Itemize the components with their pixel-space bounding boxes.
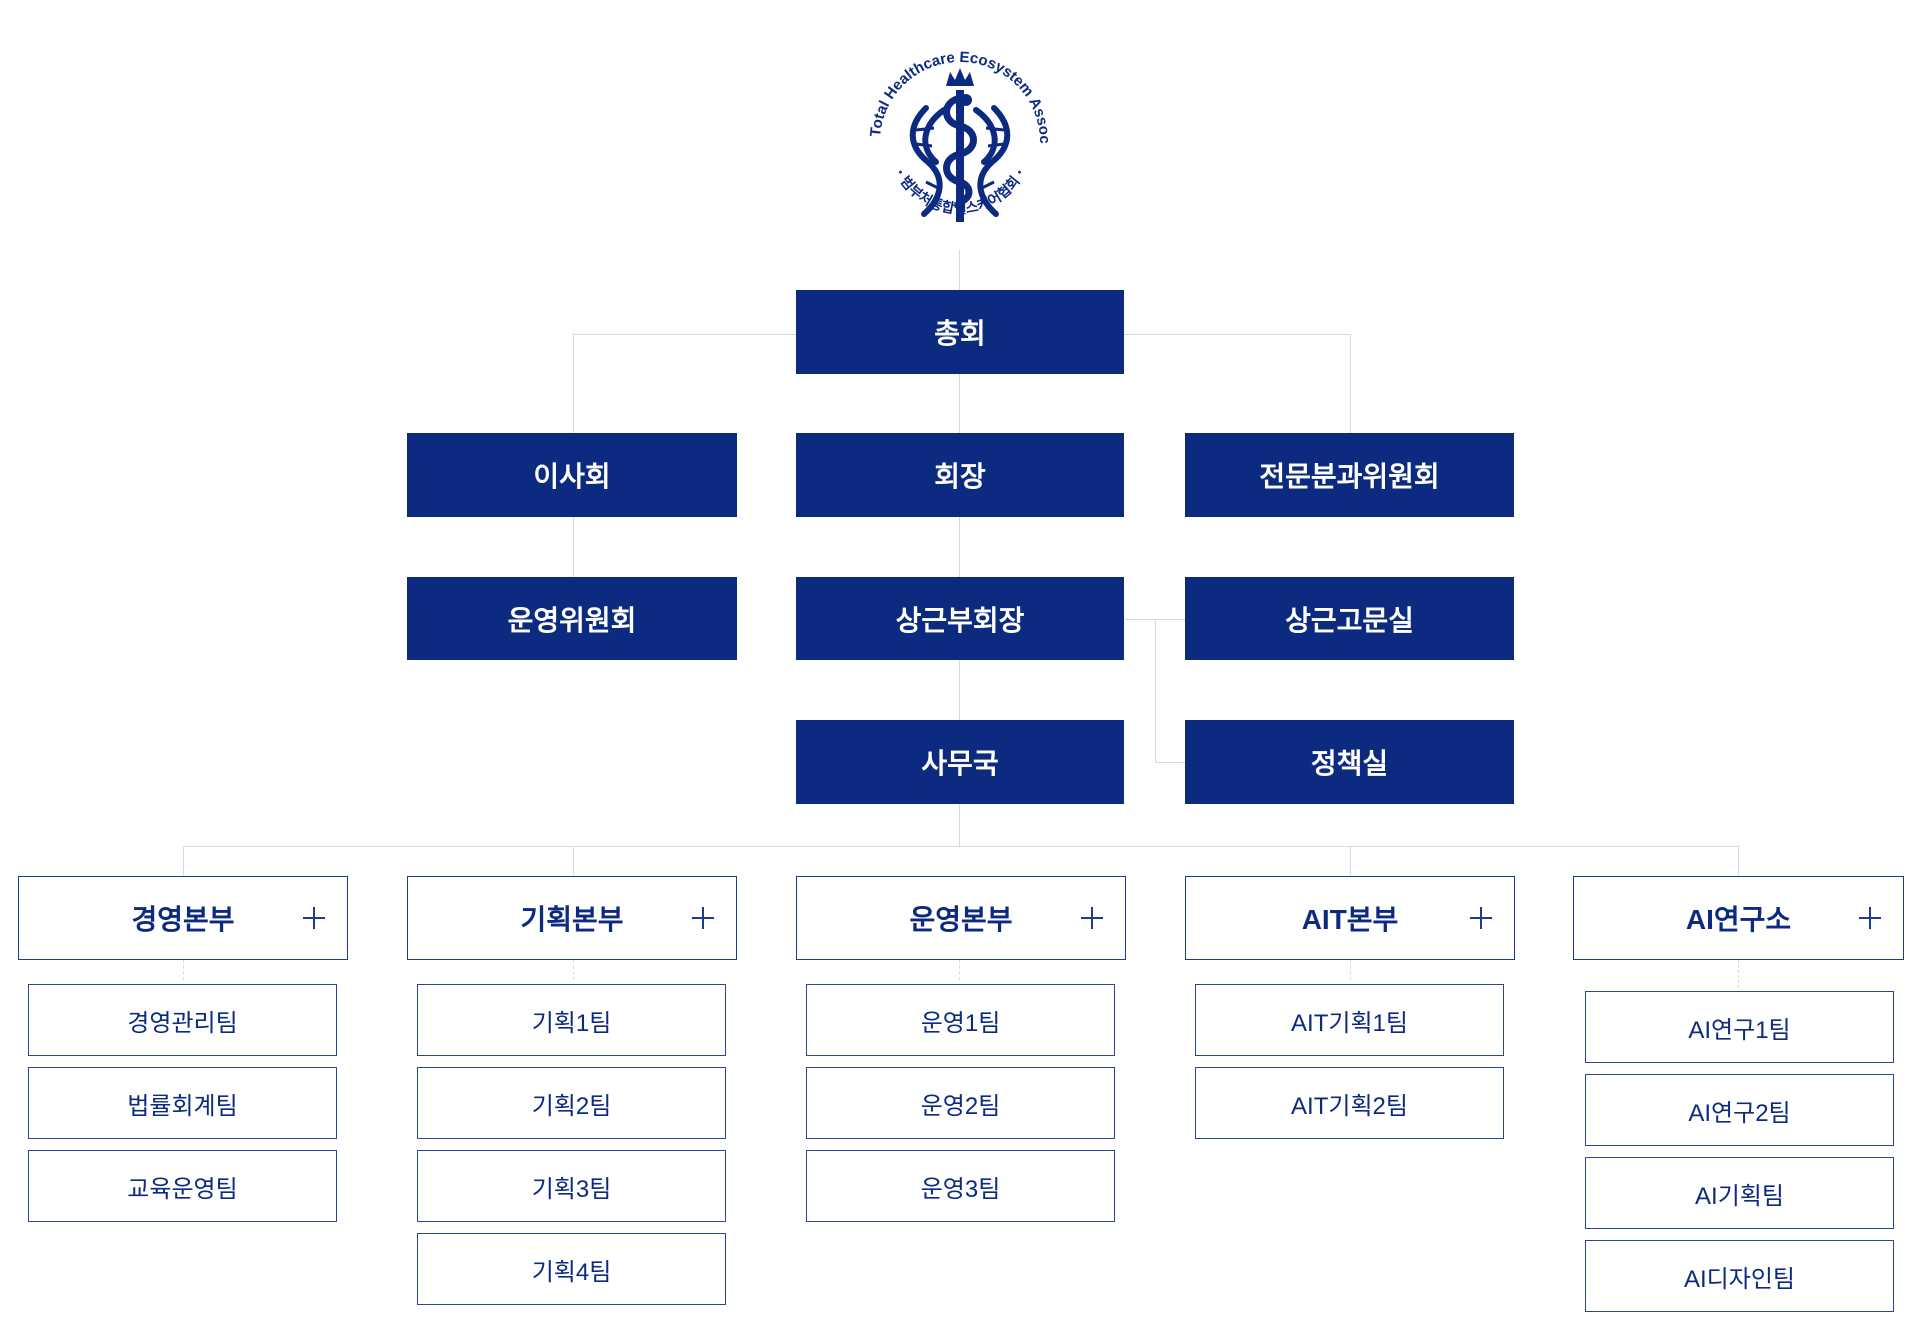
division-header-management[interactable]: 경영본부: [18, 876, 348, 960]
division-header-planning[interactable]: 기획본부: [407, 876, 737, 960]
team-box: 운영2팀: [806, 1067, 1115, 1139]
node-general-assembly: 총회: [796, 290, 1124, 374]
connector-teams-3: [959, 960, 960, 980]
connector-teams-4: [1350, 960, 1351, 980]
node-vice-chairman: 상근부회장: [796, 577, 1124, 660]
division-header-operations[interactable]: 운영본부: [796, 876, 1126, 960]
team-box: AI연구2팀: [1585, 1074, 1894, 1146]
node-expert-committee: 전문분과위원회: [1185, 433, 1514, 517]
division-label: 경영본부: [131, 904, 235, 935]
team-box: 교육운영팀: [28, 1150, 337, 1222]
team-box: AIT기획2팀: [1195, 1067, 1504, 1139]
node-chairman: 회장: [796, 433, 1124, 517]
division-label: AIT본부: [1301, 904, 1399, 935]
connector-logo-to-assembly: [959, 250, 960, 290]
node-policy-office: 정책실: [1185, 720, 1514, 804]
connector-board-to-steering: [573, 517, 574, 577]
connector-division-4: [1350, 846, 1351, 876]
connector-expert-vertical: [1350, 334, 1351, 433]
node-board: 이사회: [407, 433, 737, 517]
connector-division-5: [1738, 846, 1739, 876]
expand-plus-icon[interactable]: [303, 907, 325, 929]
connector-teams-2: [573, 960, 574, 980]
connector-side-vertical: [1155, 619, 1156, 762]
logo-emblem-icon: Korea Total Healthcare Ecosystem Associa…: [841, 15, 1053, 222]
team-box: 기획4팀: [417, 1233, 726, 1305]
connector-division-1: [183, 846, 184, 876]
team-box: 기획1팀: [417, 984, 726, 1056]
team-box: 법률회계팀: [28, 1067, 337, 1139]
division-header-ai-lab[interactable]: AI연구소: [1573, 876, 1904, 960]
expand-plus-icon[interactable]: [1081, 907, 1103, 929]
connector-teams-1: [183, 960, 184, 980]
division-header-ait[interactable]: AIT본부: [1185, 876, 1515, 960]
connector-division-2: [573, 846, 574, 876]
team-box: 운영3팀: [806, 1150, 1115, 1222]
team-box: 운영1팀: [806, 984, 1115, 1056]
expand-plus-icon[interactable]: [1470, 907, 1492, 929]
connector-policy-horizontal: [1155, 762, 1185, 763]
team-box: AI연구1팀: [1585, 991, 1894, 1063]
team-box: 기획3팀: [417, 1150, 726, 1222]
team-box: AI기획팀: [1585, 1157, 1894, 1229]
node-steering-committee: 운영위원회: [407, 577, 737, 660]
association-logo: Korea Total Healthcare Ecosystem Associa…: [841, 15, 1074, 256]
team-box: AIT기획1팀: [1195, 984, 1504, 1056]
connector-teams-5: [1738, 960, 1739, 988]
expand-plus-icon[interactable]: [1859, 907, 1881, 929]
team-box: 경영관리팀: [28, 984, 337, 1056]
division-label: 기획본부: [520, 904, 624, 935]
connector-board-vertical: [573, 334, 574, 433]
division-label: AI연구소: [1685, 904, 1792, 935]
node-secretariat: 사무국: [796, 720, 1124, 804]
division-label: 운영본부: [909, 904, 1013, 935]
team-box: 기획2팀: [417, 1067, 726, 1139]
expand-plus-icon[interactable]: [692, 907, 714, 929]
team-box: AI디자인팀: [1585, 1240, 1894, 1312]
node-advisory-office: 상근고문실: [1185, 577, 1514, 660]
connector-divisions-horizontal: [183, 846, 1738, 847]
